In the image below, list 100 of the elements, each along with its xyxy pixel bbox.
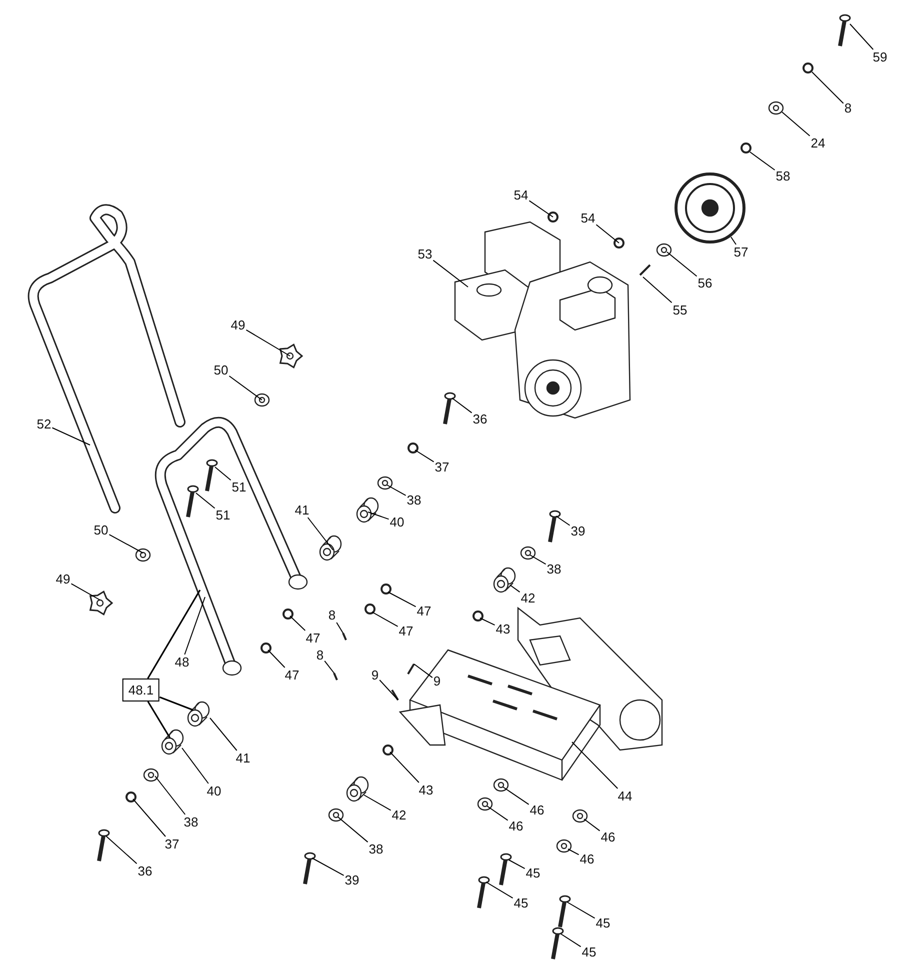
callout-number: 8 <box>843 100 853 116</box>
callout-number: 47 <box>284 668 300 682</box>
callout-number: 38 <box>368 842 384 856</box>
callout-number: 8 <box>315 648 325 662</box>
callout-number: 58 <box>774 168 792 184</box>
callout-number: 9 <box>370 668 380 682</box>
leader-line <box>414 450 434 462</box>
callout-number: 45 <box>524 866 542 880</box>
callout-number: 54 <box>512 188 530 202</box>
leader-line <box>196 492 216 509</box>
callout-number: 55 <box>672 302 688 318</box>
leader-line <box>147 590 201 679</box>
callout-number: 47 <box>304 630 322 646</box>
leader-line <box>596 224 620 244</box>
callout-number: 47 <box>398 624 414 638</box>
leader-line <box>210 718 238 751</box>
leader-line <box>486 806 508 821</box>
leader-line <box>338 816 368 843</box>
leader-line <box>324 660 334 674</box>
leader-line <box>307 517 334 550</box>
leader-line <box>290 616 306 631</box>
callout-number: 41 <box>234 750 252 766</box>
leader-line <box>566 902 596 919</box>
callout-number: 46 <box>600 830 616 844</box>
leader-line <box>214 466 232 481</box>
leader-line <box>154 776 186 815</box>
callout-number: 43 <box>418 782 434 798</box>
callout-number: 56 <box>696 276 714 290</box>
leader-line <box>390 752 420 783</box>
leader-line <box>480 618 496 626</box>
leader-line <box>336 622 344 634</box>
leader-line <box>510 584 520 593</box>
callout-number: 8 <box>327 608 337 622</box>
leader-line <box>750 152 776 170</box>
callout-number: 48 <box>174 654 190 670</box>
leader-line <box>432 260 468 288</box>
leader-line <box>159 696 194 711</box>
leader-line <box>452 398 472 414</box>
leader-line <box>560 934 582 948</box>
leader-line <box>184 596 206 655</box>
callout-number: 44 <box>616 788 634 804</box>
callout-number: 45 <box>580 944 598 960</box>
callout-number: 54 <box>580 210 596 226</box>
callout-number: 46 <box>578 852 596 866</box>
callout-number: 50 <box>212 362 230 378</box>
leader-line <box>556 516 570 526</box>
callout-number: 42 <box>390 808 408 822</box>
leader-line <box>312 858 344 876</box>
callout-number: 53 <box>416 246 434 262</box>
callout-number: 50 <box>92 522 110 538</box>
callout-number: 36 <box>472 412 488 426</box>
callout-number: 51 <box>214 508 232 522</box>
leader-line <box>388 592 416 608</box>
leader-line <box>812 72 844 104</box>
callout-number: 38 <box>546 562 562 576</box>
callout-number: 37 <box>164 836 180 852</box>
leader-line <box>372 612 398 627</box>
callout-number: 45 <box>512 896 530 910</box>
leader-line <box>386 484 406 496</box>
callout-number: 9 <box>432 674 442 688</box>
callout-number: 57 <box>732 244 750 260</box>
leader-line <box>666 252 698 277</box>
callout-number: 52 <box>36 416 52 432</box>
leader-line <box>364 794 392 811</box>
leader-line <box>530 554 546 565</box>
leader-line <box>368 512 390 520</box>
leader-line <box>379 680 398 700</box>
leader-line <box>528 200 554 218</box>
leader-line <box>414 664 433 678</box>
leader-line <box>108 534 144 554</box>
leader-line <box>486 882 514 899</box>
callout-number: 24 <box>810 136 826 150</box>
leader-line <box>132 798 166 837</box>
leader-line <box>584 818 600 832</box>
callout-number: 46 <box>528 802 546 818</box>
callout-number: 59 <box>872 50 888 64</box>
leader-line <box>508 860 526 870</box>
callout-number: 43 <box>494 622 512 636</box>
leader-line <box>730 236 736 245</box>
callout-number: 49 <box>54 572 72 586</box>
callout-number: 37 <box>434 460 450 474</box>
leader-line <box>642 276 672 304</box>
leader-line <box>782 112 810 136</box>
leader-line <box>147 701 171 738</box>
callout-number: 40 <box>388 514 406 530</box>
leader-line <box>502 786 530 805</box>
leader-line <box>568 848 580 856</box>
callout-number: 38 <box>182 814 200 830</box>
callout-number: 49 <box>230 318 246 332</box>
callout-number: 46 <box>508 818 524 834</box>
leader-line <box>52 427 90 446</box>
callout-number: 38 <box>406 492 422 508</box>
leader-line <box>228 376 262 400</box>
callout-number: 47 <box>416 604 432 618</box>
leader-line <box>182 748 209 784</box>
callout-number: 48.1 <box>122 678 160 702</box>
leader-line <box>572 742 618 789</box>
leader-line <box>850 24 874 50</box>
callout-number: 41 <box>294 502 310 518</box>
leader-line <box>70 583 100 600</box>
